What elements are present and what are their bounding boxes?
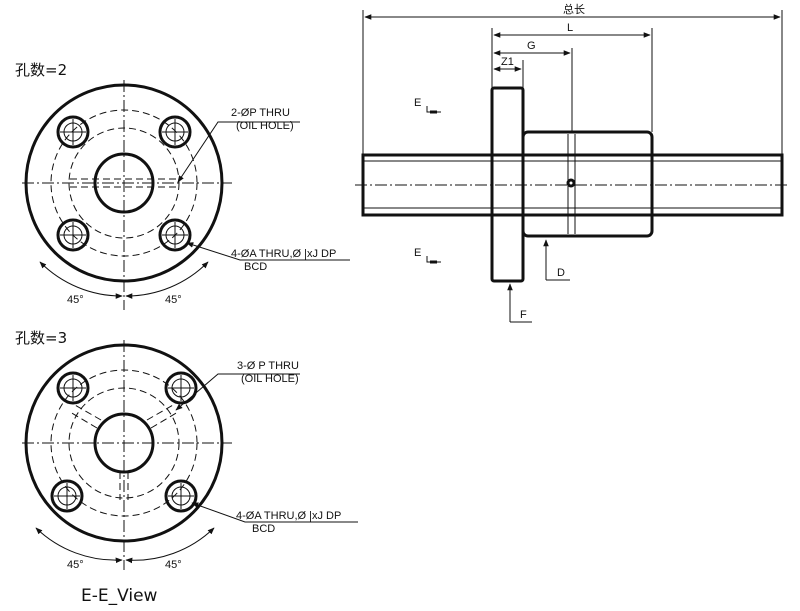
section-mark-top: E <box>414 97 421 109</box>
oil-hole-sub: (OIL HOLE) <box>236 120 294 132</box>
bore <box>93 412 155 474</box>
dim-F: F <box>520 309 527 321</box>
dim-G: G <box>527 40 536 52</box>
bolt-circle <box>50 369 198 517</box>
side-view: 总长 L G Z1 E E D <box>355 2 790 323</box>
bore <box>93 152 155 214</box>
oil-hole-sub: (OIL HOLE) <box>241 373 299 385</box>
hole-count-label-3: 孔数=3 <box>15 329 67 347</box>
mounting-holes <box>56 115 192 252</box>
flange-outline <box>24 343 224 543</box>
section-mark-bottom: E <box>414 247 421 259</box>
dim-L: L <box>567 22 573 34</box>
hole-count-label-2: 孔数=2 <box>15 61 67 79</box>
dim-D: D <box>557 267 565 279</box>
mount-hole-callout: 4-ØA THRU,Ø |xJ DP <box>231 248 336 260</box>
angle-label-right: 45° <box>165 559 182 571</box>
angle-label-right: 45° <box>165 294 182 306</box>
view-title: E-E_View <box>81 586 158 606</box>
angle-label-left: 45° <box>67 559 84 571</box>
nut-body <box>521 130 654 238</box>
oil-hole-callout: 3-Ø P THRU <box>237 360 299 372</box>
oil-hole-callout: 2-ØP THRU <box>231 107 290 119</box>
flange-outline <box>24 83 224 283</box>
bcd-label: BCD <box>244 261 267 273</box>
oil-hole <box>566 178 576 188</box>
bolt-circle <box>50 109 198 257</box>
mount-hole-callout: 4-ØA THRU,Ø |xJ DP <box>236 510 341 522</box>
flange-view-three-holes: 孔数=3 45° 45° 3-Ø P THRU (OIL HOLE) <box>15 329 358 606</box>
angle-label-left: 45° <box>67 294 84 306</box>
bcd-label: BCD <box>252 523 275 535</box>
flange-view-two-holes: 孔数=2 45° 45° 2-ØP THRU <box>15 61 350 310</box>
dim-Z1: Z1 <box>501 56 514 68</box>
total-length-label: 总长 <box>563 2 585 16</box>
mounting-holes <box>50 371 198 513</box>
